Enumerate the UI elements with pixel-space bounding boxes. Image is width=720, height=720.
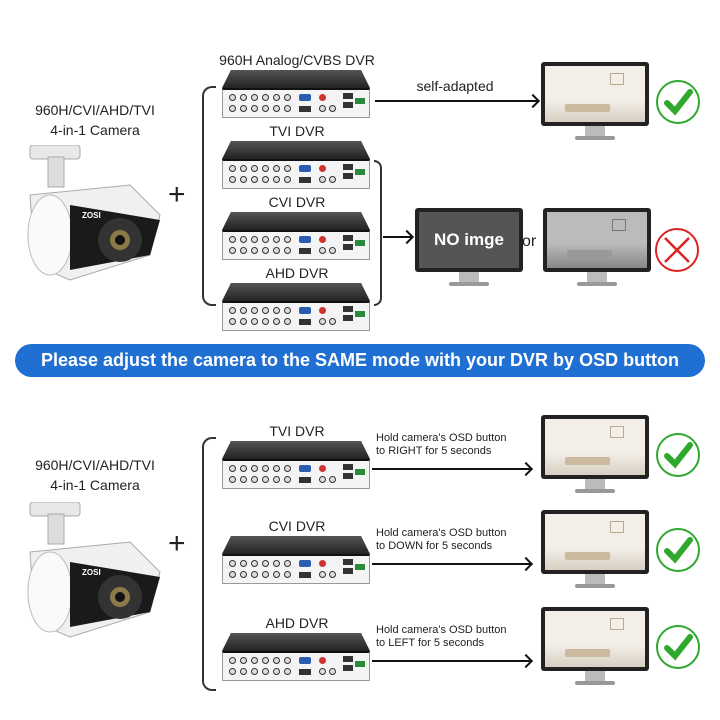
monitor-image xyxy=(541,510,649,590)
osd-instruction: Hold camera's OSD button to DOWN for 5 s… xyxy=(376,527,507,553)
camera-label: 960H/CVI/AHD/TVI 4-in-1 Camera xyxy=(10,100,180,140)
arrow-icon xyxy=(383,236,411,238)
osd-instruction-line: to LEFT for 5 seconds xyxy=(376,637,485,649)
brace xyxy=(202,86,216,306)
monitor-image xyxy=(541,62,649,142)
monitor-gray-image xyxy=(543,208,651,288)
cross-icon xyxy=(655,228,699,272)
osd-instruction: Hold camera's OSD button to RIGHT for 5 … xyxy=(376,432,507,458)
check-icon xyxy=(656,528,700,572)
dvr-device xyxy=(222,536,370,584)
osd-instruction-line: to RIGHT for 5 seconds xyxy=(376,445,492,457)
camera-icon xyxy=(27,144,161,281)
arrow-icon xyxy=(372,468,530,470)
osd-instruction-line: to DOWN for 5 seconds xyxy=(376,540,493,552)
checkmark-glyph xyxy=(664,634,693,661)
dvr-label: CVI DVR xyxy=(268,518,326,534)
osd-instruction-line: Hold camera's OSD button xyxy=(376,624,507,636)
monitor-image xyxy=(541,607,649,687)
camera-label-line: 4-in-1 Camera xyxy=(50,122,140,138)
dvr-device xyxy=(222,141,370,189)
dvr-device xyxy=(222,70,370,118)
plus-sign: + xyxy=(168,527,186,560)
arrow-icon xyxy=(375,100,537,102)
dvr-label: AHD DVR xyxy=(265,265,329,281)
dvr-label: 960H Analog/CVBS DVR xyxy=(219,52,375,68)
arrow-icon xyxy=(372,563,530,565)
dvr-device xyxy=(222,441,370,489)
bullet-camera-image: ZOSI xyxy=(10,501,165,642)
bullet-camera-image: ZOSI xyxy=(10,144,165,285)
dvr-label: TVI DVR xyxy=(269,423,325,439)
checkmark-glyph xyxy=(664,537,693,564)
plus-sign: + xyxy=(168,178,186,211)
checkmark-glyph xyxy=(664,89,693,116)
osd-instruction-line: Hold camera's OSD button xyxy=(376,432,507,444)
x-glyph xyxy=(664,237,690,263)
camera-brand-logo: ZOSI xyxy=(82,211,101,220)
dvr-device xyxy=(222,212,370,260)
camera-label: 960H/CVI/AHD/TVI 4-in-1 Camera xyxy=(10,455,180,495)
osd-instruction: Hold camera's OSD button to LEFT for 5 s… xyxy=(376,624,507,650)
camera-brand-logo: ZOSI xyxy=(82,568,101,577)
dvr-label: AHD DVR xyxy=(265,615,329,631)
or-label: or xyxy=(522,233,537,250)
monitor-image xyxy=(541,415,649,495)
camera-label-line: 960H/CVI/AHD/TVI xyxy=(35,102,155,118)
check-icon xyxy=(656,433,700,477)
brace xyxy=(202,437,216,691)
dvr-label: TVI DVR xyxy=(269,123,325,139)
checkmark-glyph xyxy=(664,442,693,469)
self-adapted-label: self-adapted xyxy=(416,78,494,94)
osd-instruction-line: Hold camera's OSD button xyxy=(376,527,507,539)
monitor-no-image: NO imge xyxy=(415,208,523,288)
arrow-icon xyxy=(372,660,530,662)
camera-label-line: 960H/CVI/AHD/TVI xyxy=(35,457,155,473)
camera-icon xyxy=(27,501,161,638)
dvr-device xyxy=(222,283,370,331)
bracket xyxy=(374,160,382,306)
dvr-label: CVI DVR xyxy=(268,194,326,210)
camera-label-line: 4-in-1 Camera xyxy=(50,477,140,493)
check-icon xyxy=(656,625,700,669)
instruction-banner: Please adjust the camera to the SAME mod… xyxy=(15,344,705,377)
no-image-text: NO imge xyxy=(419,212,519,268)
check-icon xyxy=(656,80,700,124)
dvr-device xyxy=(222,633,370,681)
